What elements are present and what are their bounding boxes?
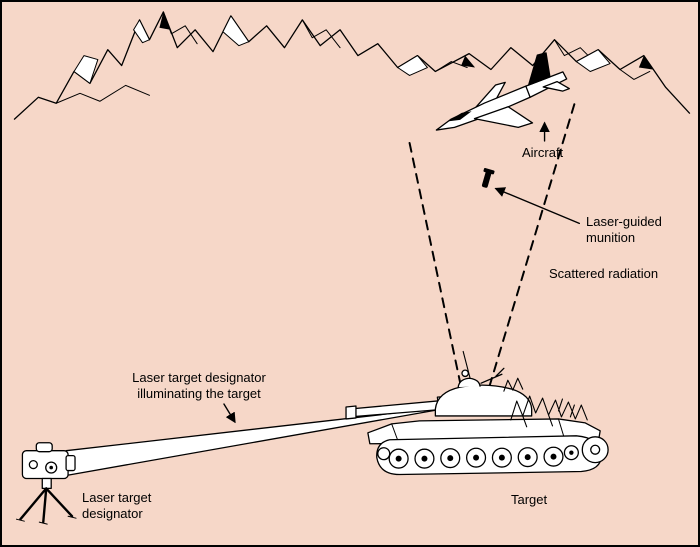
- laser-designator-illustration: [15, 442, 77, 525]
- beam-caption-label: Laser target designator illuminating the…: [132, 370, 266, 401]
- laser-designator-label: Laser target designator: [82, 490, 152, 521]
- scattered-radiation-label: Scattered radiation: [549, 266, 659, 281]
- munition-path-dashed-line: [408, 141, 468, 412]
- camouflage-bushes: [503, 377, 588, 428]
- aircraft-illustration: [435, 52, 570, 131]
- aircraft-label: Aircraft: [522, 145, 564, 160]
- munition-arrow: [494, 187, 581, 225]
- mountains-illustration: [13, 11, 691, 120]
- tank-illustration: [345, 350, 609, 476]
- munition-icon: [481, 168, 495, 188]
- target-label: Target: [511, 492, 548, 507]
- scattered-radiation-dashed-line: [481, 103, 576, 412]
- laser-guided-munition-label: Laser-guided munition: [586, 214, 662, 245]
- beam-caption-arrow: [223, 403, 236, 424]
